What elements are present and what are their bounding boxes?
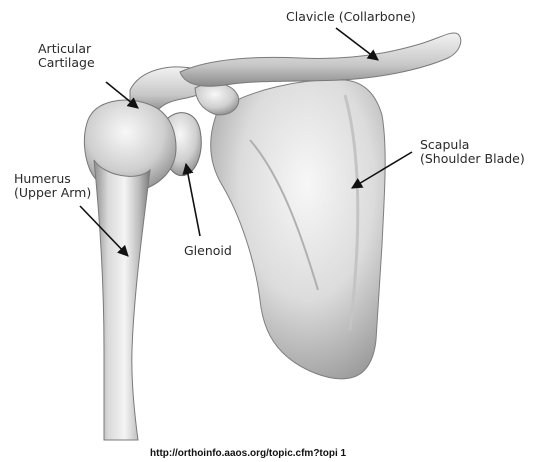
clavicle-label: Clavicle (Collarbone) [286, 10, 416, 24]
clavicle-bone [180, 33, 461, 86]
scapula-label-line1: Scapula [420, 138, 525, 152]
humerus-label-line1: Humerus [14, 172, 91, 186]
glenoid-leader [186, 164, 200, 236]
scapula-label: Scapula (Shoulder Blade) [420, 138, 525, 166]
humerus-label: Humerus (Upper Arm) [14, 172, 91, 200]
humerus-shaft [94, 160, 150, 440]
coracoid-process [195, 83, 239, 115]
scapula-label-line2: (Shoulder Blade) [420, 152, 525, 166]
articular-label-line2: Cartilage [38, 56, 95, 70]
clavicle-leader [336, 28, 378, 60]
humerus-label-line2: (Upper Arm) [14, 186, 91, 200]
glenoid-label: Glenoid [184, 244, 232, 258]
articular-label-line1: Articular [38, 42, 95, 56]
source-credit-link[interactable]: http://orthoinfo.aaos.org/topic.cfm?topi… [150, 448, 346, 459]
articular-cartilage-label: Articular Cartilage [38, 42, 95, 70]
